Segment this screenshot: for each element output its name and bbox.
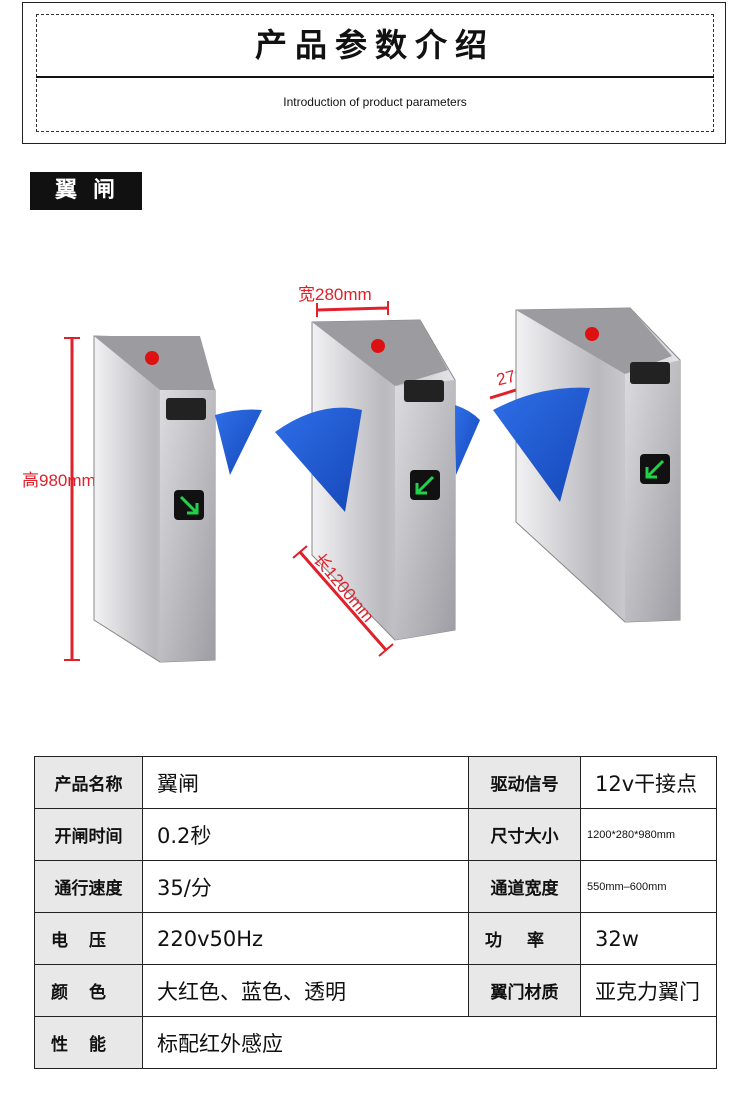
spec-value: 亚克力翼门 bbox=[580, 964, 717, 1017]
page-subtitle: Introduction of product parameters bbox=[283, 95, 467, 109]
spec-table: 产品名称 翼闸 驱动信号 12v干接点 开闸时间 0.2秒 尺寸大小 1200*… bbox=[34, 756, 717, 1069]
table-row: 电压 220v50Hz 功率 32w bbox=[34, 912, 717, 965]
spec-value: 0.2秒 bbox=[142, 808, 469, 861]
spec-label: 驱动信号 bbox=[468, 756, 581, 809]
spec-value: 标配红外感应 bbox=[142, 1016, 717, 1069]
width-dimension: 宽280mm bbox=[298, 285, 389, 317]
table-row: 产品名称 翼闸 驱动信号 12v干接点 bbox=[34, 756, 717, 809]
wing-middle-right bbox=[455, 405, 480, 475]
table-row: 性能 标配红外感应 bbox=[34, 1016, 717, 1069]
spec-label: 电压 bbox=[34, 912, 143, 965]
header-frame bbox=[22, 2, 726, 144]
header-dashed-frame bbox=[36, 14, 714, 132]
height-dimension: 高980mm bbox=[22, 337, 96, 661]
spec-value: 12v干接点 bbox=[580, 756, 717, 809]
section-tag: 翼闸 bbox=[30, 172, 142, 210]
table-row: 颜色 大红色、蓝色、透明 翼门材质 亚克力翼门 bbox=[34, 964, 717, 1017]
spec-label: 开闸时间 bbox=[34, 808, 143, 861]
spec-value: 550mm–600mm bbox=[580, 860, 717, 913]
spec-label: 功率 bbox=[468, 912, 581, 965]
spec-value: 220v50Hz bbox=[142, 912, 469, 965]
spec-value: 35/分 bbox=[142, 860, 469, 913]
spec-label: 通行速度 bbox=[34, 860, 143, 913]
turnstile-right bbox=[493, 307, 681, 623]
header-divider bbox=[36, 76, 714, 78]
spec-value: 翼闸 bbox=[142, 756, 469, 809]
spec-label: 翼门材质 bbox=[468, 964, 581, 1017]
wing-middle-left bbox=[275, 407, 362, 512]
wing-right bbox=[493, 387, 590, 502]
spec-value: 1200*280*980mm bbox=[580, 808, 717, 861]
width-label: 宽280mm bbox=[298, 285, 372, 304]
table-row: 通行速度 35/分 通道宽度 550mm–600mm bbox=[34, 860, 717, 913]
spec-label: 尺寸大小 bbox=[468, 808, 581, 861]
turnstile-left bbox=[93, 335, 262, 663]
spec-value: 32w bbox=[580, 912, 717, 965]
spec-value: 大红色、蓝色、透明 bbox=[142, 964, 469, 1017]
wing-left bbox=[215, 409, 262, 475]
height-label: 高980mm bbox=[22, 471, 96, 490]
spec-label: 产品名称 bbox=[34, 756, 143, 809]
page-title: 产品参数介绍 bbox=[254, 26, 495, 64]
product-illustration: 高980mm 宽280mm 270mm bbox=[0, 270, 750, 680]
turnstile-middle bbox=[275, 319, 480, 641]
spec-label: 通道宽度 bbox=[468, 860, 581, 913]
spec-label: 性能 bbox=[34, 1016, 143, 1069]
table-row: 开闸时间 0.2秒 尺寸大小 1200*280*980mm bbox=[34, 808, 717, 861]
spec-label: 颜色 bbox=[34, 964, 143, 1017]
